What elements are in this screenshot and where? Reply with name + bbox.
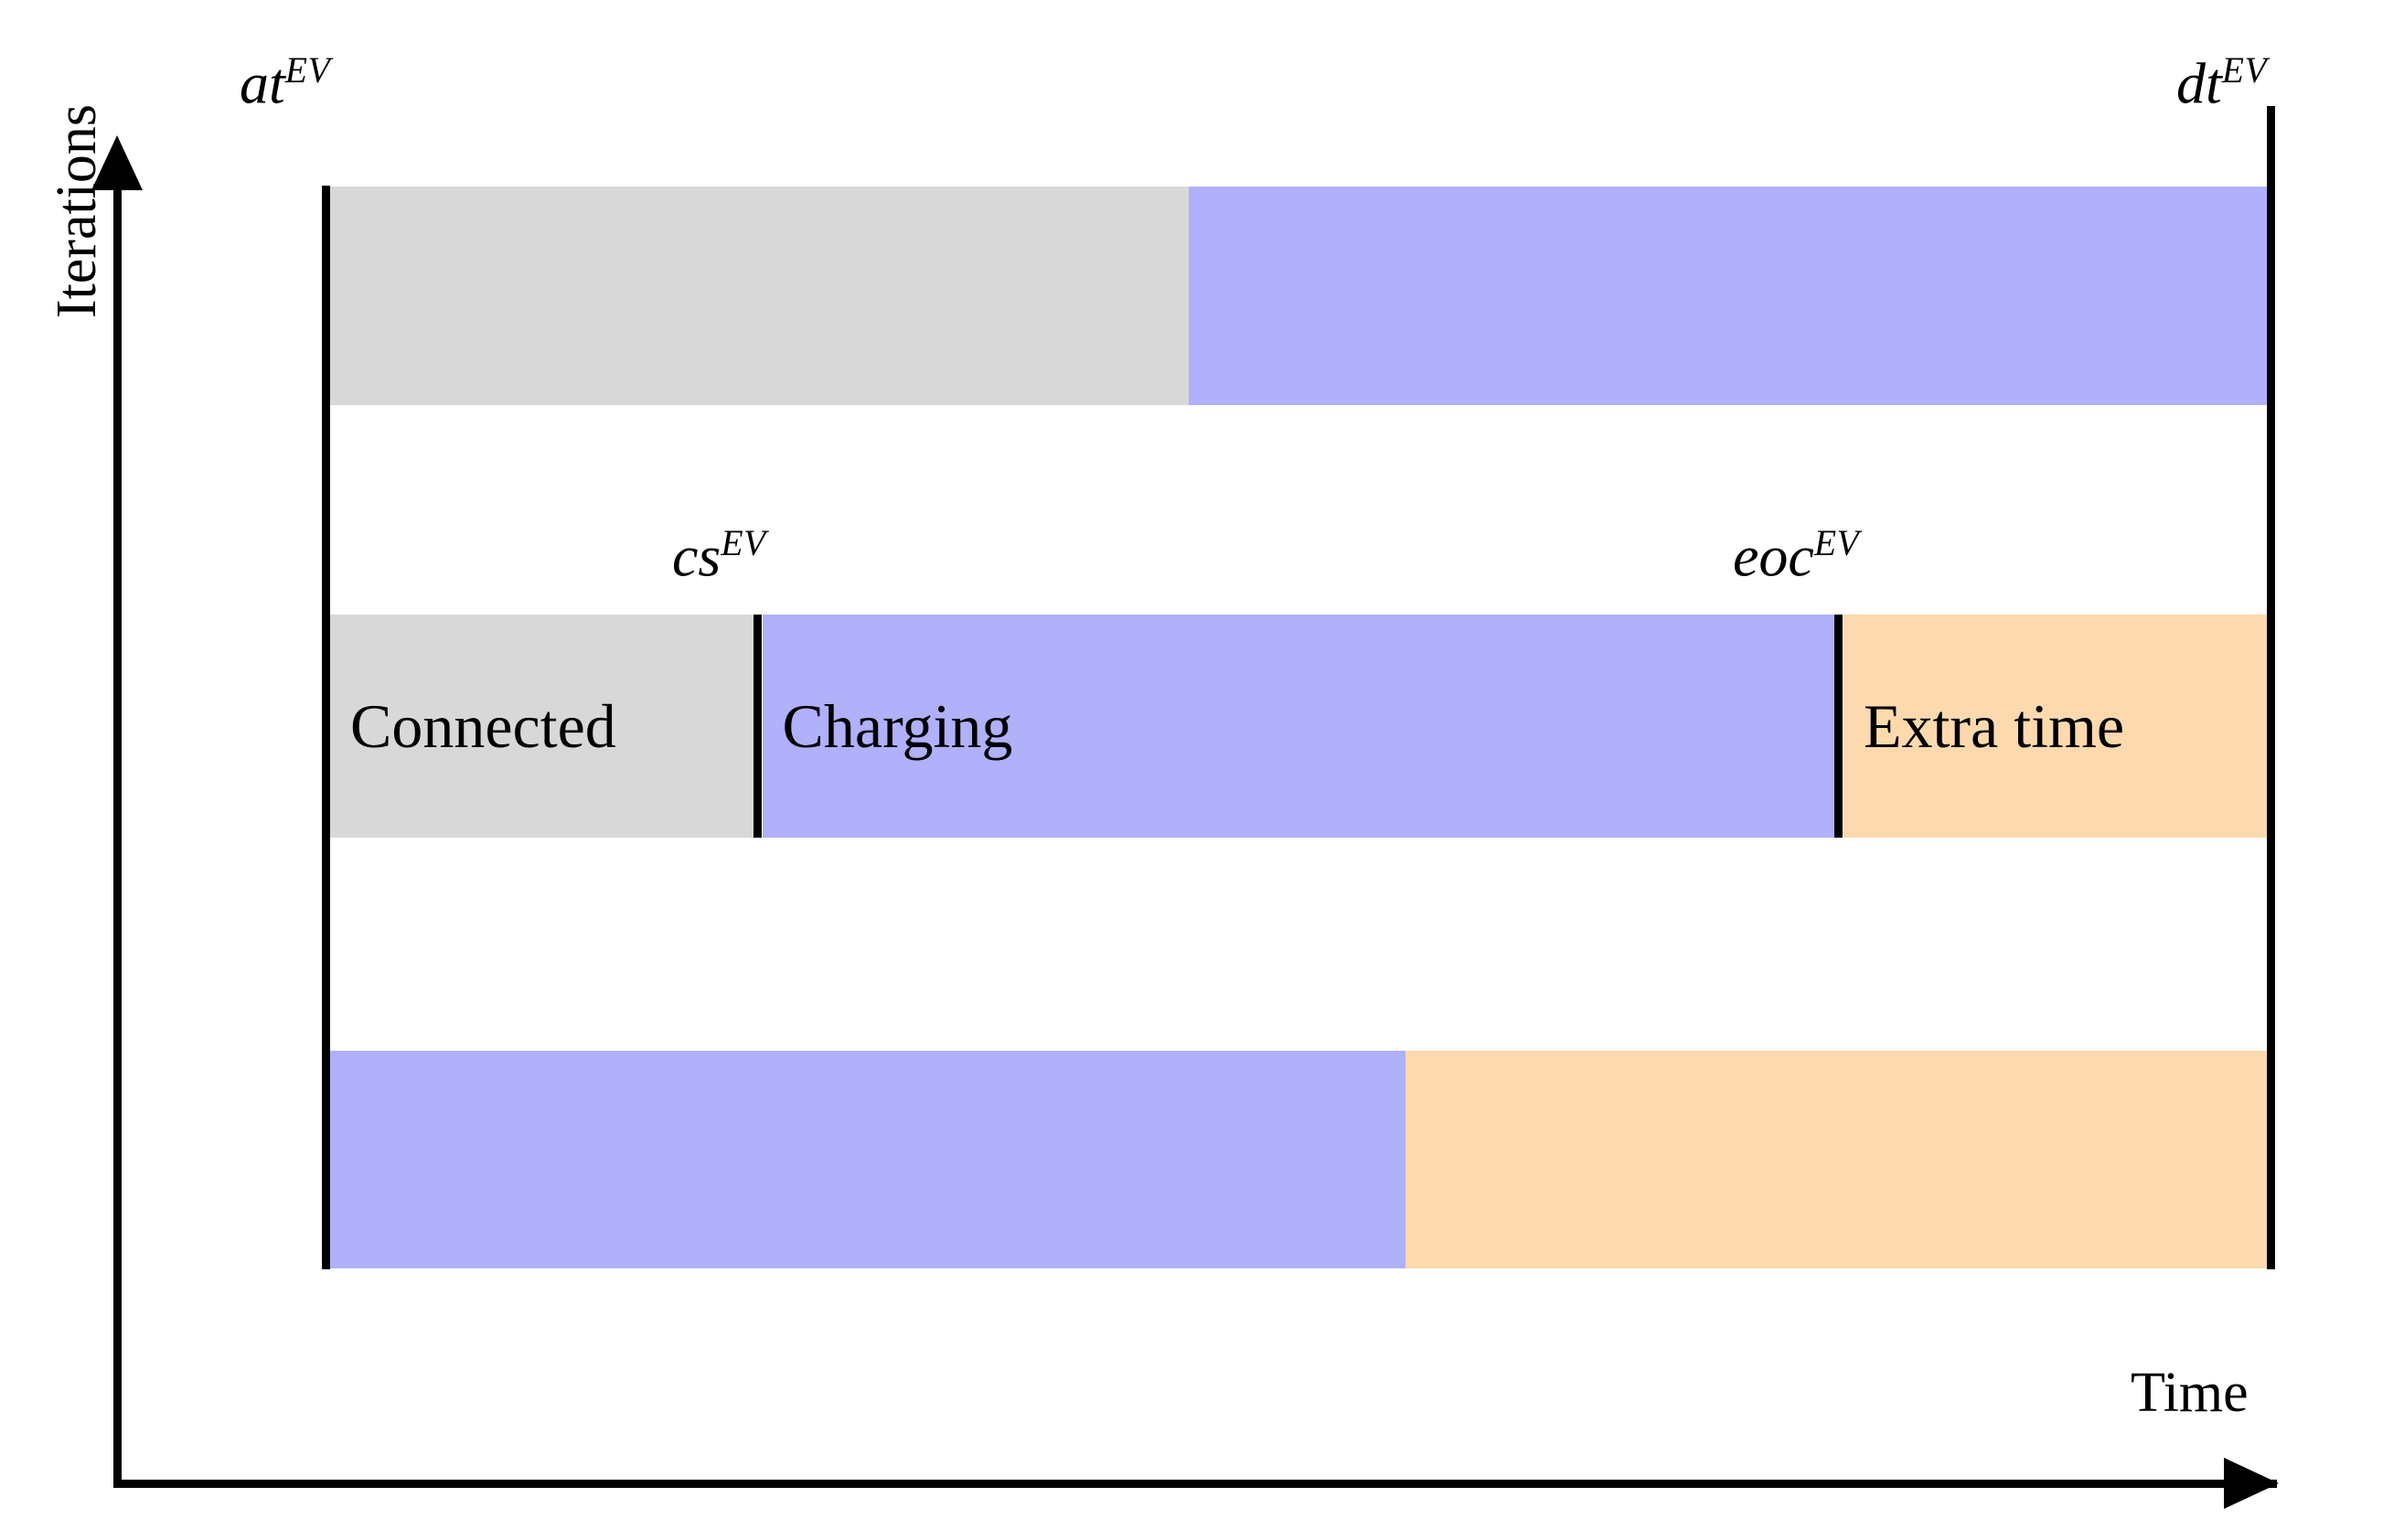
marker-label-arrival-time: atEV [240, 50, 331, 116]
timeline-row-2: Connected Charging Extra time [330, 615, 2268, 838]
x-axis-label: Time [2131, 1362, 2249, 1424]
x-axis-arrow-icon [2224, 1458, 2279, 1509]
boundary-rule-end-of-charging [1834, 615, 1843, 838]
marker-base-cs: cs [672, 523, 721, 589]
marker-base-eoc: eoc [1733, 523, 1814, 589]
segment-connected-row1 [330, 187, 1189, 405]
timeline-row-3 [330, 1051, 2268, 1268]
timeline-row-1 [330, 187, 2268, 405]
segment-charging-row1 [1188, 187, 2268, 405]
segment-label-connected: Connected [350, 691, 616, 761]
y-axis-arrow-icon [91, 135, 143, 190]
boundary-rule-arrival-time [322, 186, 330, 1269]
y-axis-label: Iterations [46, 103, 108, 319]
segment-label-charging: Charging [782, 691, 1013, 761]
marker-sup-cs: EV [721, 523, 766, 563]
marker-sup-dt: EV [2221, 50, 2268, 91]
segment-charging-row3 [330, 1051, 1406, 1268]
boundary-rule-charging-start [753, 615, 762, 838]
segment-extra-time-row2: Extra time [1843, 615, 2268, 838]
x-axis-line [113, 1480, 2277, 1488]
marker-label-departure-time: dtEV [2176, 50, 2268, 116]
marker-label-end-of-charging: eocEV [1733, 523, 1860, 589]
segment-label-extra-time: Extra time [1863, 691, 2125, 761]
y-axis-line [113, 178, 122, 1488]
marker-base-dt: dt [2176, 50, 2222, 116]
marker-label-charging-start: csEV [672, 523, 766, 589]
marker-sup-at: EV [284, 50, 331, 91]
segment-connected-row2: Connected [330, 615, 755, 838]
segment-charging-row2: Charging [762, 615, 1836, 838]
marker-sup-eoc: EV [1813, 523, 1860, 563]
segment-extra-time-row3 [1405, 1051, 2268, 1268]
marker-base-at: at [240, 50, 285, 116]
boundary-rule-departure-time [2267, 106, 2275, 1269]
